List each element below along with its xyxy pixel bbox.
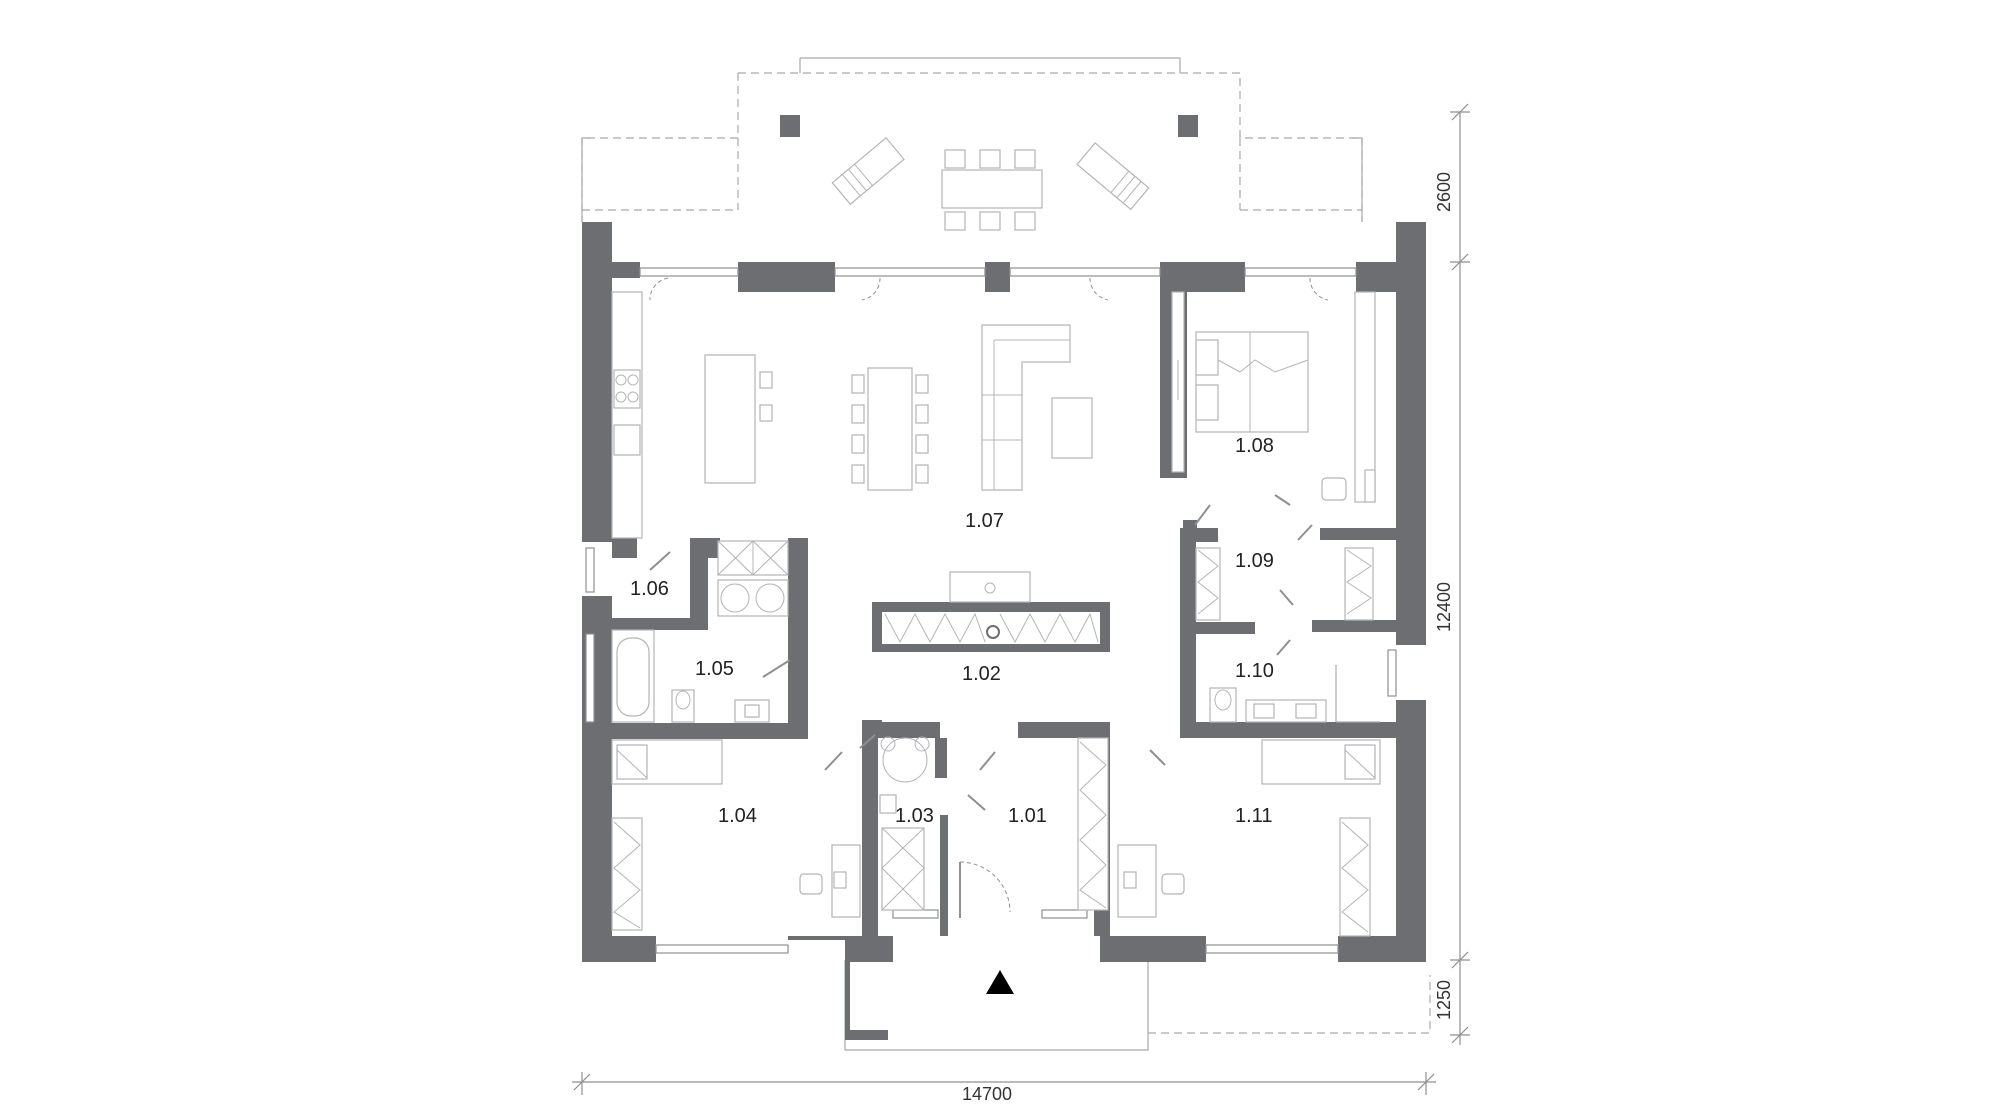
room-label-105: 1.05 — [695, 658, 734, 680]
kitchen-island — [704, 354, 773, 484]
terrace-post-right — [1178, 115, 1198, 137]
room-label-107: 1.07 — [965, 510, 1004, 532]
dimension-lines — [572, 103, 1470, 1095]
sun-lounger-right — [1076, 142, 1150, 211]
bedroom-104-furniture — [611, 739, 861, 931]
room-103-furniture — [879, 736, 930, 911]
room-label-109: 1.09 — [1235, 550, 1274, 572]
bedroom-111-furniture — [1117, 739, 1381, 937]
dimension-overall-width: 14700 — [962, 1084, 1012, 1104]
sun-lounger-left — [831, 136, 905, 206]
bathroom-105 — [611, 629, 770, 723]
walk-in-109 — [1195, 547, 1374, 621]
room-label-108: 1.08 — [1235, 435, 1274, 457]
entrance-arrow-icon — [986, 970, 1014, 994]
wardrobe-hall — [882, 571, 1100, 644]
room-label-104: 1.04 — [718, 805, 757, 827]
dimension-house-depth: 12400 — [1434, 582, 1454, 632]
dining-table — [851, 367, 929, 491]
room-label-111: 1.11 — [1235, 805, 1272, 827]
sofa — [981, 324, 1093, 491]
side-terrace-top-right — [1352, 137, 1363, 222]
side-terrace-outline — [1148, 975, 1431, 1034]
door-swings — [649, 494, 1313, 811]
room-label-102: 1.02 — [962, 663, 1001, 685]
bedroom-108-furniture — [1171, 291, 1376, 503]
entrance-porch — [844, 960, 1149, 1051]
kitchen-counter — [611, 291, 643, 539]
terrace-dining-table — [941, 149, 1043, 231]
hall-wardrobe — [1077, 737, 1109, 911]
terrace-post-left — [780, 115, 800, 137]
side-terrace-top-left — [581, 137, 590, 222]
utility-106 — [717, 540, 789, 617]
room-label-110: 1.10 — [1235, 660, 1274, 682]
room-label-103: 1.03 — [895, 805, 934, 827]
bathroom-110 — [1209, 665, 1380, 723]
terrace — [581, 57, 1363, 231]
windows-top — [639, 267, 1357, 301]
dimension-entrance-depth: 1250 — [1434, 980, 1454, 1020]
room-label-101: 1.01 — [1008, 805, 1047, 827]
room-label-106: 1.06 — [630, 578, 669, 600]
windows-bottom — [585, 547, 1397, 954]
dimension-terrace-depth: 2600 — [1434, 172, 1454, 212]
